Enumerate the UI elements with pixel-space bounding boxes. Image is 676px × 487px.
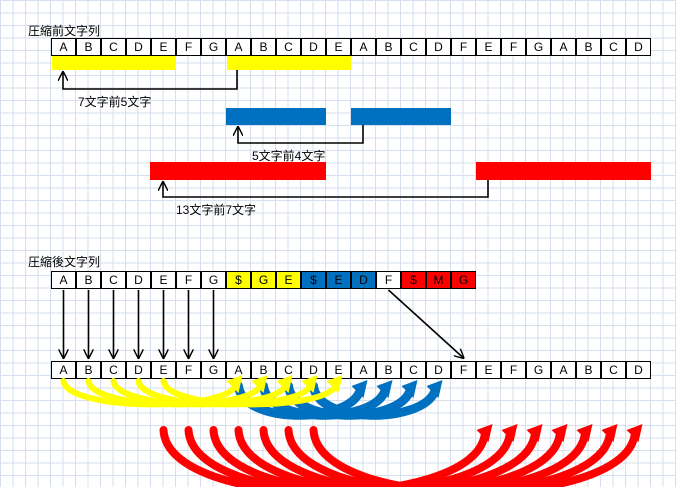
decoded-char-13: B [376, 361, 401, 379]
original-char-10: D [301, 38, 326, 56]
compressed-cell-15: M [426, 271, 451, 289]
compressed-cell-11: E [326, 271, 351, 289]
compressed-cell-7: $ [226, 271, 251, 289]
decoded-char-19: G [526, 361, 551, 379]
compressed-cell-16: G [451, 271, 476, 289]
compressed-cell-1: B [76, 271, 101, 289]
original-char-23: D [626, 38, 651, 56]
decoded-char-17: E [476, 361, 501, 379]
red-reference-label: 13文字前7文字 [176, 203, 257, 217]
yellow-source-bar [52, 56, 176, 70]
original-char-6: G [201, 38, 226, 56]
compressed-cell-5: F [176, 271, 201, 289]
original-char-21: B [576, 38, 601, 56]
compressed-cell-10: $ [301, 271, 326, 289]
yellow-match-bar [227, 56, 351, 70]
decoded-char-12: A [351, 361, 376, 379]
red-copy-arrow-4 [259, 424, 593, 487]
yellow-reference-label: 7文字前5文字 [78, 95, 152, 109]
red-match-bar [476, 162, 651, 180]
compressed-cell-13: F [376, 271, 401, 289]
original-char-9: C [276, 38, 301, 56]
decoded-char-5: F [176, 361, 201, 379]
red-reference-arrow [163, 180, 489, 198]
original-char-0: A [51, 38, 76, 56]
yellow-copy-arrow-4 [160, 375, 343, 408]
red-source-bar [150, 162, 326, 180]
blue-reference-arrow [238, 125, 364, 144]
compressed-cell-9: E [276, 271, 301, 289]
original-char-7: A [226, 38, 251, 56]
decoded-char-15: D [426, 361, 451, 379]
original-char-2: C [101, 38, 126, 56]
blue-match-bar [351, 108, 451, 125]
decoded-char-20: A [551, 361, 576, 379]
decoded-char-21: B [576, 361, 601, 379]
compressed-cell-6: G [201, 271, 226, 289]
yellow-reference-arrow [63, 70, 238, 90]
original-char-15: D [426, 38, 451, 56]
compressed-cell-3: D [126, 271, 151, 289]
decoded-char-3: D [126, 361, 151, 379]
original-char-22: C [601, 38, 626, 56]
red-copy-arrow-2 [209, 424, 543, 487]
decoded-char-6: G [201, 361, 226, 379]
original-char-12: A [351, 38, 376, 56]
original-char-11: E [326, 38, 351, 56]
original-char-13: B [376, 38, 401, 56]
compressed-cell-4: E [151, 271, 176, 289]
compressed-cell-14: $ [401, 271, 426, 289]
decoded-char-18: F [501, 361, 526, 379]
decoded-char-22: C [601, 361, 626, 379]
original-char-4: E [151, 38, 176, 56]
red-copy-arrow-5 [284, 424, 618, 487]
original-char-18: F [501, 38, 526, 56]
compressed-title: 圧縮後文字列 [28, 255, 101, 269]
red-copy-arrow-6 [309, 424, 643, 487]
red-copy-arrow-3 [234, 424, 568, 487]
red-copy-arrow-0 [159, 424, 493, 487]
compressed-cell-0: A [51, 271, 76, 289]
original-char-8: B [251, 38, 276, 56]
compressed-cell-8: G [251, 271, 276, 289]
original-char-19: G [526, 38, 551, 56]
original-char-20: A [551, 38, 576, 56]
compressed-cell-2: C [101, 271, 126, 289]
decoded-char-16: F [451, 361, 476, 379]
original-char-17: E [476, 38, 501, 56]
original-char-1: B [76, 38, 101, 56]
red-copy-arrow-1 [184, 424, 518, 487]
compressed-cell-12: D [351, 271, 376, 289]
original-char-3: D [126, 38, 151, 56]
literal-copy-arrow-f [387, 289, 464, 358]
blue-reference-label: 5文字前4文字 [252, 149, 326, 163]
blue-source-bar [226, 108, 326, 125]
decoded-char-23: D [626, 361, 651, 379]
original-char-14: C [401, 38, 426, 56]
original-char-5: F [176, 38, 201, 56]
original-char-16: F [451, 38, 476, 56]
decoded-char-14: C [401, 361, 426, 379]
original-title: 圧縮前文字列 [28, 24, 101, 38]
